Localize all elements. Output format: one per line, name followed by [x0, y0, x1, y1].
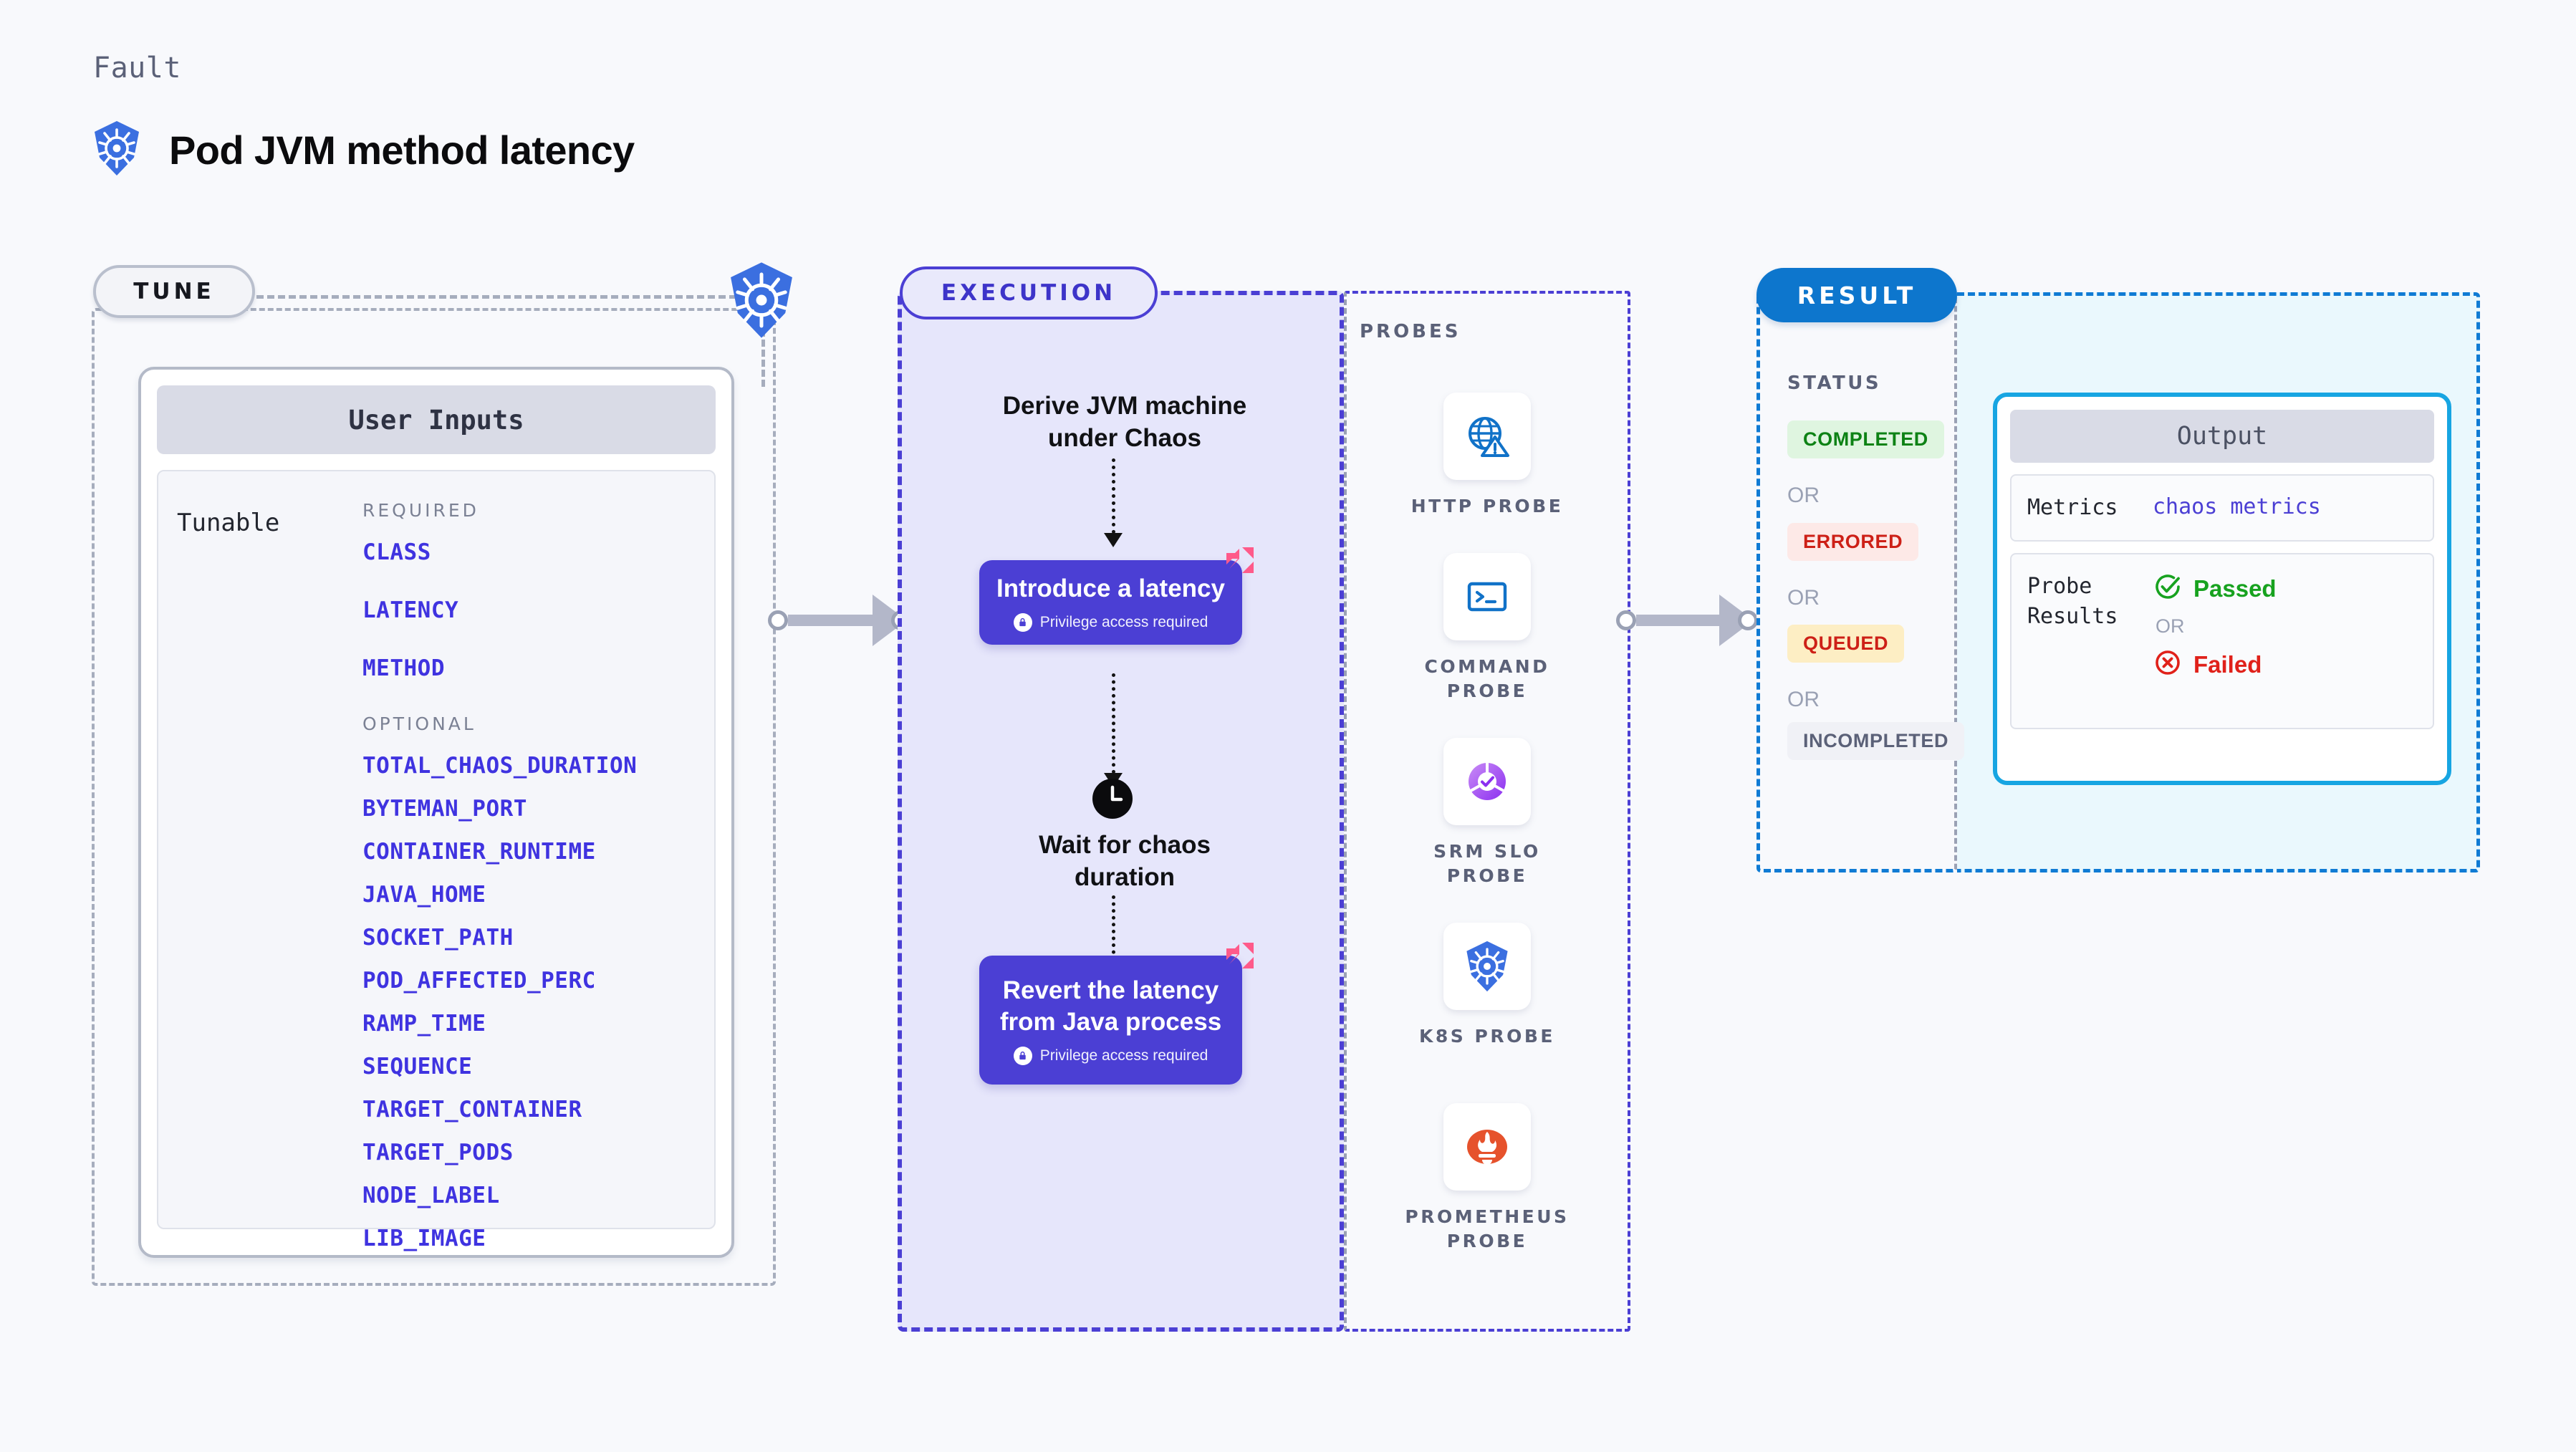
prometheus-icon — [1443, 1103, 1531, 1191]
tunable-optional-11[interactable]: LIB_IMAGE — [362, 1226, 486, 1251]
probe-result-passed-label: Passed — [2193, 574, 2277, 602]
tunable-optional-9[interactable]: TARGET_PODS — [362, 1140, 514, 1165]
kubernetes-icon — [92, 120, 142, 180]
output-probe-results-row: Probe Results Passed OR — [2010, 553, 2434, 729]
check-circle-icon — [2153, 572, 2183, 605]
output-card: Output Metrics chaos metrics Probe Resul… — [1993, 393, 2451, 785]
output-probe-results-label: Probe Results — [2027, 574, 2118, 629]
terminal-icon — [1443, 553, 1531, 640]
user-inputs-title: User Inputs — [157, 385, 716, 454]
probe-label-prometheus: PROMETHEUS PROBE — [1405, 1206, 1570, 1251]
status-badge-queued: QUEUED — [1787, 625, 1905, 663]
connector-end-dot — [1738, 610, 1758, 630]
slo-gauge-check-icon — [1443, 738, 1531, 825]
status-title: STATUS — [1787, 372, 1882, 394]
tunable-optional-6[interactable]: RAMP_TIME — [362, 1011, 486, 1037]
tunable-label: Tunable — [177, 509, 280, 537]
probe-item-prometheus[interactable]: PROMETHEUS PROBE — [1404, 1103, 1570, 1254]
output-metrics-row: Metrics chaos metrics — [2010, 474, 2434, 542]
page-title: Pod JVM method latency — [169, 128, 635, 173]
execution-box-revert-latency[interactable]: Revert the latency from Java process Pri… — [979, 943, 1254, 1085]
clock-icon — [1092, 779, 1133, 822]
execution-flow-line-1 — [1112, 458, 1115, 534]
execution-arrowhead-1 — [1104, 533, 1123, 547]
execution-step-derive-title: Derive JVM machine under Chaos — [1002, 392, 1247, 452]
result-panel — [1756, 292, 1957, 872]
tunable-required-2[interactable]: METHOD — [362, 655, 445, 681]
output-probe-results-values: Passed OR Failed — [2153, 572, 2277, 681]
execution-box-1-subtitle: Privilege access required — [1039, 613, 1208, 630]
status-or-1: OR — [1787, 586, 1820, 610]
output-metrics-value[interactable]: chaos metrics — [2153, 494, 2321, 519]
harness-logo-icon — [1221, 940, 1255, 978]
probes-title: PROBES — [1360, 321, 1461, 342]
probe-item-k8s[interactable]: K8S PROBE — [1404, 923, 1570, 1049]
tune-to-execution-arrow — [768, 595, 911, 646]
execution-box-1-title: Introduce a latency — [996, 574, 1225, 603]
execution-box-2-subtitle-row: Privilege access required — [1013, 1046, 1208, 1065]
probe-result-failed: Failed — [2153, 648, 2277, 681]
execution-box-1-subtitle-row: Privilege access required — [1013, 612, 1208, 632]
probes-to-result-arrow — [1616, 595, 1758, 646]
output-metrics-label: Metrics — [2027, 495, 2118, 520]
execution-flow-line-3 — [1112, 895, 1115, 981]
kubernetes-icon — [726, 261, 797, 342]
probe-result-passed: Passed — [2153, 572, 2277, 605]
execution-flow-line-2 — [1112, 673, 1115, 774]
tunable-optional-5[interactable]: POD_AFFECTED_PERC — [362, 968, 596, 994]
execution-box-2-subtitle: Privilege access required — [1039, 1047, 1208, 1064]
connector-bar — [1636, 615, 1721, 626]
probe-label-k8s: K8S PROBE — [1419, 1026, 1555, 1047]
user-inputs-card: User Inputs Tunable REQUIRED CLASS LATEN… — [138, 367, 734, 1258]
tune-node-connector-line — [761, 330, 765, 387]
connector-bar — [788, 615, 874, 626]
tunable-optional-0[interactable]: TOTAL_CHAOS_DURATION — [362, 753, 638, 779]
tunable-optional-7[interactable]: SEQUENCE — [362, 1054, 473, 1080]
status-or-2: OR — [1787, 688, 1820, 711]
tune-connector-line — [256, 295, 736, 299]
connector-start-dot — [1616, 610, 1636, 630]
kubernetes-icon — [1443, 923, 1531, 1010]
x-circle-icon — [2153, 648, 2183, 681]
tunable-optional-3[interactable]: JAVA_HOME — [362, 882, 486, 908]
probe-result-or: OR — [2156, 615, 2185, 637]
execution-step-wait-title: Wait for chaos duration — [1039, 831, 1211, 891]
probe-result-failed-label: Failed — [2193, 650, 2262, 678]
probe-item-command[interactable]: COMMAND PROBE — [1404, 553, 1570, 703]
status-badge-errored: ERRORED — [1787, 523, 1919, 561]
tunable-optional-4[interactable]: SOCKET_PATH — [362, 925, 514, 951]
harness-logo-icon — [1221, 544, 1255, 582]
tune-pill[interactable]: TUNE — [93, 265, 255, 318]
globe-warning-icon — [1443, 393, 1531, 480]
probe-item-srm-slo[interactable]: SRM SLO PROBE — [1404, 738, 1570, 888]
tunable-optional-2[interactable]: CONTAINER_RUNTIME — [362, 839, 596, 865]
tunable-optional-1[interactable]: BYTEMAN_PORT — [362, 796, 527, 822]
lock-icon — [1013, 612, 1032, 632]
optional-group-title: OPTIONAL — [362, 713, 476, 734]
page-title-row: Pod JVM method latency — [92, 120, 635, 180]
execution-pill[interactable]: EXECUTION — [900, 266, 1158, 319]
tunable-optional-8[interactable]: TARGET_CONTAINER — [362, 1097, 582, 1122]
lock-icon — [1013, 1046, 1032, 1065]
tunable-body: Tunable REQUIRED CLASS LATENCY METHOD OP… — [157, 470, 716, 1251]
page-eyebrow: Fault — [93, 52, 181, 85]
probe-label-command: COMMAND PROBE — [1424, 656, 1550, 701]
connector-start-dot — [768, 610, 788, 630]
output-title: Output — [2010, 410, 2434, 463]
tune-panel — [92, 308, 776, 1286]
status-or-0: OR — [1787, 484, 1820, 507]
required-group-title: REQUIRED — [362, 500, 479, 521]
execution-box-introduce-latency[interactable]: Introduce a latency Privilege access req… — [979, 547, 1254, 645]
tunable-required-0[interactable]: CLASS — [362, 539, 431, 565]
tunable-list: REQUIRED CLASS LATENCY METHOD OPTIONAL T… — [362, 500, 714, 1251]
tunable-required-1[interactable]: LATENCY — [362, 597, 459, 623]
execution-box-2-title: Revert the latency from Java process — [999, 976, 1222, 1036]
probe-label-http: HTTP PROBE — [1410, 496, 1564, 516]
result-pill[interactable]: RESULT — [1756, 268, 1957, 322]
probe-item-http[interactable]: HTTP PROBE — [1404, 393, 1570, 519]
tunable-optional-10[interactable]: NODE_LABEL — [362, 1183, 500, 1208]
status-badge-incompleted: INCOMPLETED — [1787, 722, 1965, 760]
probe-label-srm-slo: SRM SLO PROBE — [1433, 841, 1541, 886]
status-badge-completed: COMPLETED — [1787, 420, 1944, 458]
